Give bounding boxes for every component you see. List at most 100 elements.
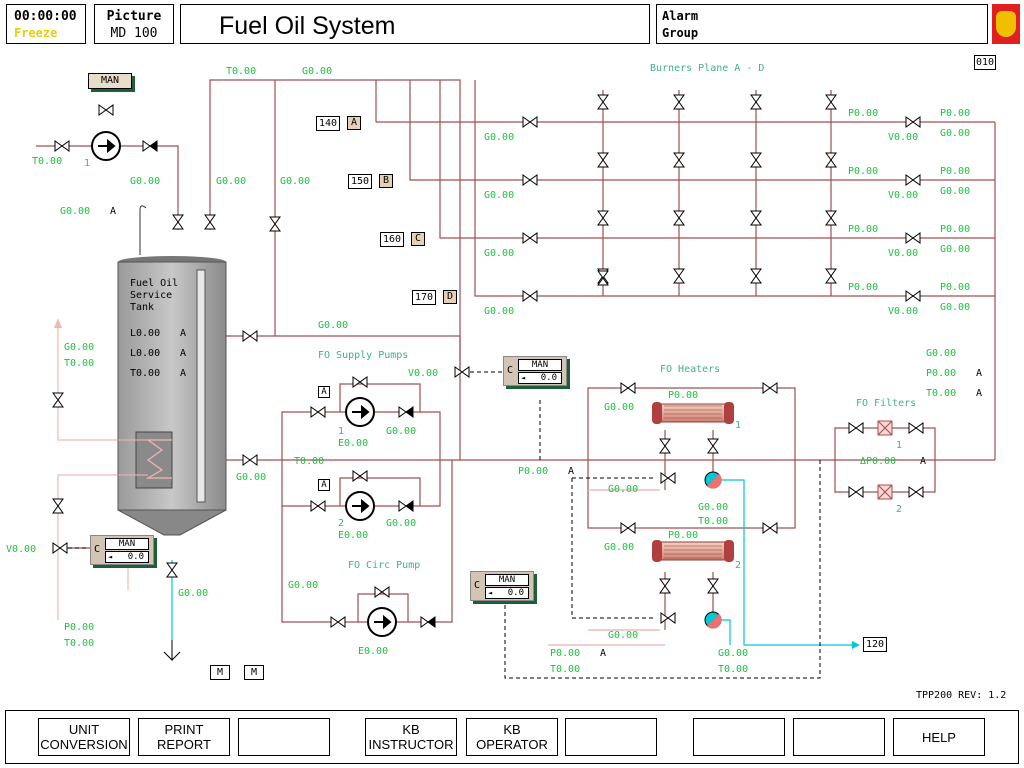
- alarm-group-panel[interactable]: Alarm Group: [656, 4, 988, 44]
- pump-outlet-flow: G0.00: [130, 176, 160, 187]
- heaters[interactable]: [652, 402, 734, 562]
- tank-controller-mode[interactable]: MAN: [105, 538, 149, 550]
- heater2-outlet-temp: T0.00: [718, 664, 748, 675]
- supply-controller-mode[interactable]: MAN: [518, 359, 562, 371]
- picture-label: Picture: [106, 9, 162, 24]
- tank-temp-flag: A: [180, 368, 186, 379]
- fuel-oil-mimic-diagram: Burners Plane A - D FO Supply Pumps FO C…: [6, 63, 996, 679]
- heater1-number: 1: [735, 420, 741, 431]
- service-tank[interactable]: [117, 256, 227, 536]
- inlet-pump-man-button[interactable]: MAN: [88, 73, 132, 89]
- filter2-number: 2: [896, 504, 902, 515]
- header-pressure-flag: A: [568, 466, 574, 477]
- filter-dp: ΔP0.00: [860, 456, 896, 467]
- supply-pump1-number: 1: [338, 426, 344, 437]
- circ-flow: G0.00: [288, 580, 318, 591]
- pump-inlet-number: 1: [84, 158, 90, 169]
- heater1-outlet-temp: T0.00: [698, 516, 728, 527]
- plane-b-button[interactable]: B: [379, 174, 393, 188]
- function-key-3[interactable]: [238, 718, 330, 756]
- inlet-temp: T0.00: [32, 156, 62, 167]
- heaters-title: FO Heaters: [660, 364, 720, 375]
- suction-flow: G0.00: [236, 472, 266, 483]
- function-key-7[interactable]: [693, 718, 785, 756]
- function-key-6[interactable]: [565, 718, 657, 756]
- switch-140[interactable]: 140: [316, 116, 340, 131]
- left-valve-pos: V0.00: [6, 544, 36, 555]
- plane-d-button[interactable]: D: [443, 290, 457, 304]
- tank-name-2: Service: [130, 290, 172, 301]
- crest-icon: [996, 11, 1016, 37]
- supply-controller-value[interactable]: 0.0: [518, 372, 562, 384]
- steam-pressure: P0.00: [550, 648, 580, 659]
- alarm-label: Alarm: [662, 9, 699, 23]
- supply-controller-c: C: [507, 365, 514, 376]
- heater2-number: 2: [735, 560, 741, 571]
- title-panel: Fuel Oil System: [180, 4, 650, 44]
- steam-temp: T0.00: [550, 664, 580, 675]
- top-flow: G0.00: [302, 66, 332, 77]
- plane-c-button[interactable]: C: [411, 232, 425, 246]
- switch-160[interactable]: 160: [380, 232, 404, 247]
- steam-pressure-flag: A: [600, 648, 606, 659]
- burner-a-pressure: P0.00: [848, 108, 878, 119]
- outlet-temp: T0.00: [926, 388, 956, 399]
- unit-conversion-label-2: CONVERSION: [40, 737, 128, 752]
- supply-pump1-auto-button[interactable]: A: [318, 386, 330, 398]
- kb-operator-label-2: OPERATOR: [476, 737, 548, 752]
- burner-c-valve: V0.00: [888, 248, 918, 259]
- filters-title: FO Filters: [856, 398, 916, 409]
- plane-a-button[interactable]: A: [347, 116, 361, 130]
- header-pressure: P0.00: [518, 466, 548, 477]
- burner-c-flow: G0.00: [484, 248, 514, 259]
- group-label: Group: [662, 26, 699, 40]
- page-title: Fuel Oil System: [219, 12, 396, 40]
- m-button-1[interactable]: M: [210, 665, 230, 680]
- tank-controller[interactable]: C MAN 0.0: [90, 535, 154, 565]
- line1-flow: G0.00: [216, 176, 246, 187]
- supply-pump2-number: 2: [338, 518, 344, 529]
- clock-panel: 00:00:00 Freeze: [6, 4, 86, 44]
- clock-time: 00:00:00: [14, 9, 77, 24]
- burner-b-pressure: P0.00: [848, 166, 878, 177]
- m-button-2[interactable]: M: [244, 665, 264, 680]
- burner-a-flow: G0.00: [484, 132, 514, 143]
- filter1-number: 1: [896, 440, 902, 451]
- tank-name-1: Fuel Oil: [130, 278, 178, 289]
- freeze-indicator[interactable]: Freeze: [14, 26, 58, 40]
- supply-pump2-auto-button[interactable]: A: [318, 479, 330, 491]
- fo-filters[interactable]: [877, 420, 893, 500]
- switch-010[interactable]: 010: [974, 55, 996, 70]
- heater2-inlet-flow: G0.00: [604, 542, 634, 553]
- burner-b-flow2: G0.00: [940, 186, 970, 197]
- outlet-pressure-flag: A: [976, 368, 982, 379]
- signal-lines: [68, 371, 821, 679]
- steam-traps[interactable]: [704, 471, 722, 629]
- heater-controller[interactable]: C MAN 0.0: [470, 571, 534, 601]
- heater-controller-mode[interactable]: MAN: [485, 574, 529, 586]
- left-up-flow: G0.00: [64, 342, 94, 353]
- function-key-8[interactable]: [793, 718, 885, 756]
- burners-title: Burners Plane A - D: [650, 63, 764, 74]
- help-button[interactable]: HELP: [893, 718, 985, 756]
- tank-level2: L0.00: [130, 348, 160, 359]
- switch-150[interactable]: 150: [348, 174, 372, 189]
- burner-c-pressure2: P0.00: [940, 224, 970, 235]
- top-temp: T0.00: [226, 66, 256, 77]
- supply-pumps-title: FO Supply Pumps: [318, 350, 408, 361]
- tank-controller-value[interactable]: 0.0: [105, 551, 149, 563]
- burner-a-flow2: G0.00: [940, 128, 970, 139]
- heater1-mid-flow: G0.00: [608, 484, 638, 495]
- switch-120[interactable]: 120: [863, 637, 887, 652]
- heater-controller-value[interactable]: 0.0: [485, 587, 529, 599]
- supply-controller[interactable]: C MAN 0.0: [503, 356, 567, 386]
- burner-d-flow: G0.00: [484, 306, 514, 317]
- outlet-flow: G0.00: [926, 348, 956, 359]
- heater1-outlet-flow: G0.00: [698, 502, 728, 513]
- switch-170[interactable]: 170: [412, 290, 436, 305]
